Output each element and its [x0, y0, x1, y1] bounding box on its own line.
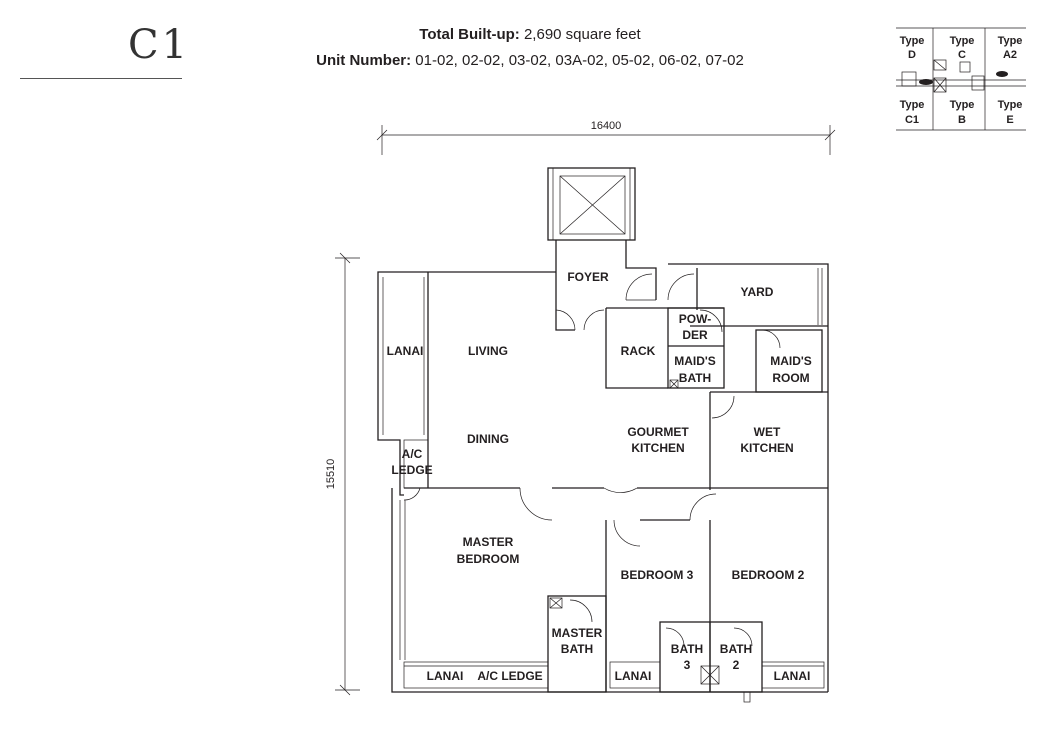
service-ducts	[549, 379, 751, 703]
room-label-wet-kitchen-line2: KITCHEN	[740, 441, 793, 455]
key-type-a2-line1: Type	[998, 35, 1023, 47]
room-label-ac-ledge-bottom: A/C LEDGE	[477, 669, 542, 683]
room-label-master-bath-line1: MASTER	[552, 626, 603, 640]
key-type-c1-line2: C1	[905, 114, 919, 126]
room-label-lanai-left: LANAI	[387, 344, 424, 358]
room-label-bath2-line2: 2	[733, 658, 740, 672]
interior-walls	[403, 268, 828, 693]
room-label-bedroom2: BEDROOM 2	[732, 568, 805, 582]
unit-info: Total Built-up: 2,690 square feet Unit N…	[280, 22, 780, 74]
room-label-bath2-line1: BATH	[720, 642, 752, 656]
key-type-c1-line1: Type	[900, 99, 925, 111]
room-label-gourmet-kitchen-line1: GOURMET	[627, 425, 689, 439]
room-label-maids-room-line1: MAID'S	[770, 354, 812, 368]
room-label-master-bath-line2: BATH	[561, 642, 593, 656]
room-label-rack: RACK	[621, 344, 656, 358]
room-label-living: LIVING	[468, 344, 508, 358]
width-dimension-label: 16400	[591, 120, 622, 132]
bottom-lanai-strips	[403, 661, 825, 689]
width-dimension: 16400	[376, 120, 836, 155]
room-label-master-bedroom-line2: BEDROOM	[457, 552, 520, 566]
room-label-maids-bath-line1: MAID'S	[674, 354, 716, 368]
key-plan: Type D Type C Type A2 Type C1 Type B Typ…	[896, 27, 1026, 131]
depth-dimension-label: 15510	[325, 459, 337, 490]
room-labels: FOYER YARD POW- DER RACK MAID'S BATH MAI…	[387, 270, 812, 683]
room-label-master-bedroom-line1: MASTER	[463, 535, 514, 549]
key-type-d-line2: D	[908, 49, 916, 61]
unit-number-line: Unit Number: 01-02, 02-02, 03-02, 03A-02…	[280, 48, 780, 74]
key-type-d-line1: Type	[900, 35, 925, 47]
key-type-c-line1: Type	[950, 35, 975, 47]
room-label-maids-room-line2: ROOM	[772, 371, 809, 385]
unit-type-title: C1	[128, 22, 191, 68]
built-up-label: Total Built-up:	[419, 26, 520, 43]
depth-dimension: 15510	[325, 252, 360, 696]
room-label-yard: YARD	[741, 285, 774, 299]
room-label-lanai-bottom-mid: LANAI	[615, 669, 652, 683]
room-label-bath3-line2: 3	[684, 658, 691, 672]
room-label-lanai-bottom-left: LANAI	[427, 669, 464, 683]
room-label-foyer: FOYER	[567, 270, 609, 284]
title-underline	[20, 78, 182, 79]
room-label-gourmet-kitchen-line2: KITCHEN	[631, 441, 684, 455]
key-type-e-line1: Type	[998, 99, 1023, 111]
room-label-bath3-line1: BATH	[671, 642, 703, 656]
key-type-c-line2: C	[958, 49, 966, 61]
key-type-b-line2: B	[958, 114, 966, 126]
built-up-line: Total Built-up: 2,690 square feet	[280, 22, 780, 48]
room-label-powder-line2: DER	[682, 328, 708, 342]
unit-number-value: 01-02, 02-02, 03-02, 03A-02, 05-02, 06-0…	[415, 52, 744, 69]
room-label-ac-ledge-left-line2: LEDGE	[391, 463, 432, 477]
built-up-value: 2,690 square feet	[523, 26, 641, 43]
room-label-wet-kitchen-line1: WET	[754, 425, 781, 439]
room-label-powder-line1: POW-	[679, 312, 711, 326]
room-label-dining: DINING	[467, 432, 509, 446]
key-type-a2-line2: A2	[1003, 49, 1017, 61]
room-label-ac-ledge-left-line1: A/C	[402, 447, 423, 461]
room-label-lanai-bottom-right: LANAI	[774, 669, 811, 683]
room-label-maids-bath-line2: BATH	[679, 371, 711, 385]
door-swings	[403, 273, 781, 647]
key-type-e-line2: E	[1006, 114, 1013, 126]
unit-number-label: Unit Number:	[316, 52, 412, 69]
room-label-bedroom3: BEDROOM 3	[621, 568, 694, 582]
lift-shaft	[547, 167, 636, 241]
key-type-b-line1: Type	[950, 99, 975, 111]
outer-walls	[377, 240, 829, 693]
